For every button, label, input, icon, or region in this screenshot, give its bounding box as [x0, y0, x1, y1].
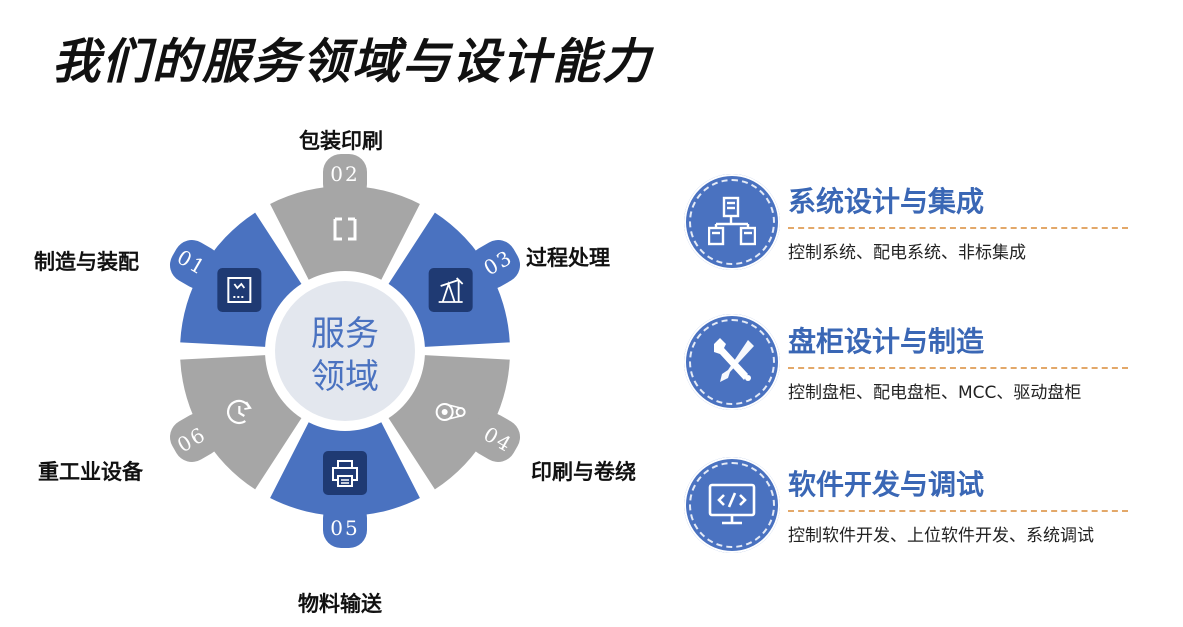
segment-number-05: 05 — [330, 516, 359, 540]
wheel-segment-05: 05 — [270, 422, 420, 548]
wheel-segment-02: 02 — [270, 154, 420, 280]
page-title: 我们的服务领域与设计能力 — [52, 34, 653, 90]
capability-heading: 软件开发与调试 — [788, 468, 985, 501]
package-icon — [333, 217, 357, 241]
capability-desc: 控制系统、配电系统、非标集成 — [788, 243, 1026, 263]
divider — [788, 367, 1128, 369]
capability-software-dev: 软件开发与调试 控制软件开发、上位软件开发、系统调试 — [684, 457, 1154, 557]
wheel-segment-06: 06 — [169, 355, 302, 490]
wheel-segment-01: 01 — [169, 212, 302, 347]
printer-icon — [323, 451, 367, 495]
clock-icon — [226, 399, 252, 424]
center-text-line2: 领域 — [311, 357, 379, 397]
divider — [788, 510, 1128, 512]
capability-heading: 盘柜设计与制造 — [788, 325, 985, 358]
capability-desc: 控制软件开发、上位软件开发、系统调试 — [788, 526, 1094, 546]
box-icon — [217, 268, 262, 312]
capability-desc: 控制盘柜、配电盘柜、MCC、驱动盘柜 — [788, 383, 1082, 403]
pump-jack-icon — [428, 268, 473, 312]
segment-label-06: 重工业设备 — [38, 460, 143, 484]
roller-icon — [435, 403, 466, 421]
segment-label-03: 过程处理 — [526, 246, 610, 270]
segment-label-05: 物料输送 — [298, 592, 382, 616]
segment-label-02: 包装印刷 — [299, 129, 383, 153]
capability-system-design: 系统设计与集成 控制系统、配电系统、非标集成 — [684, 174, 1154, 274]
capability-heading: 系统设计与集成 — [788, 185, 985, 218]
wheel-segment-04: 04 — [388, 355, 521, 490]
center-text-line1: 服务 — [311, 314, 379, 354]
building-network-icon — [684, 174, 780, 270]
wheel-segment-03: 03 — [388, 212, 521, 347]
segment-label-01: 制造与装配 — [34, 250, 139, 274]
segment-number-02: 02 — [330, 162, 359, 186]
capability-cabinet-design: 盘柜设计与制造 控制盘柜、配电盘柜、MCC、驱动盘柜 — [684, 314, 1154, 414]
divider — [788, 227, 1128, 229]
wheel-center — [275, 281, 415, 421]
code-monitor-icon — [684, 457, 780, 553]
segment-label-04: 印刷与卷绕 — [531, 460, 636, 484]
tools-icon — [684, 314, 780, 410]
